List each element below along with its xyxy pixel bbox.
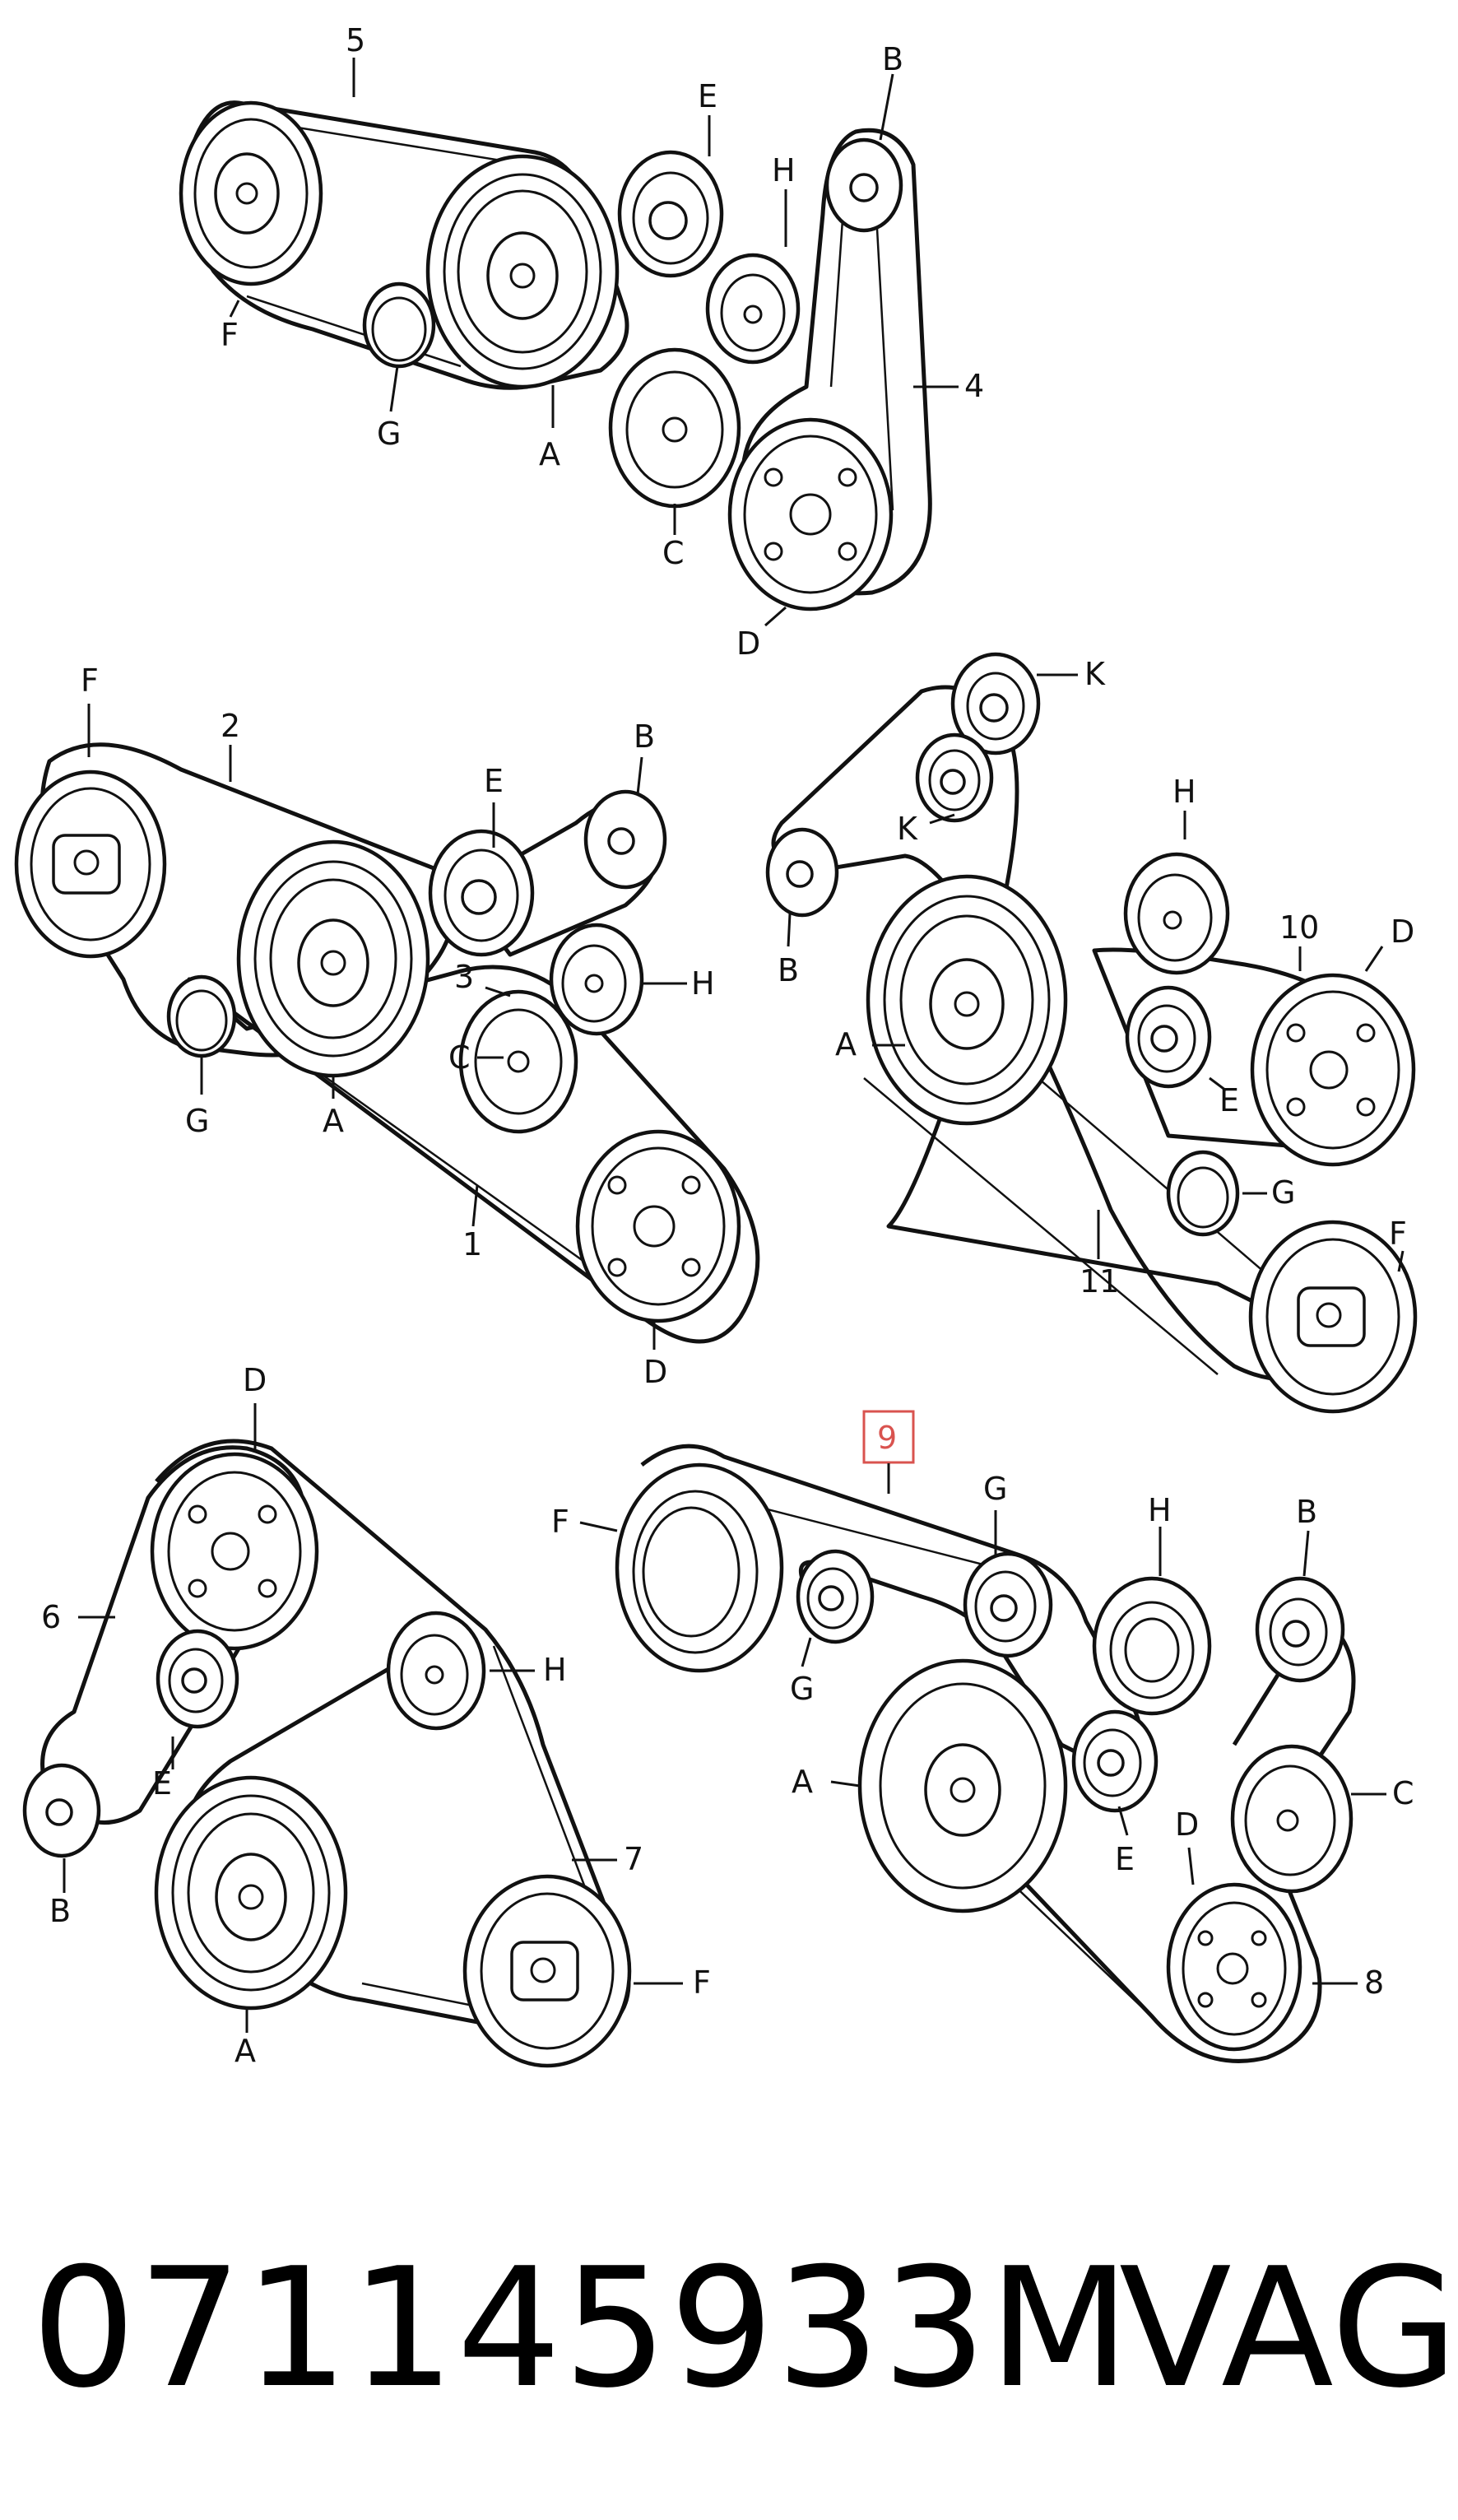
label-bl-A: A <box>234 2033 256 2069</box>
label-top-B: B <box>882 41 903 77</box>
label-top-G: G <box>377 416 401 452</box>
label-bl-H: H <box>543 1652 567 1688</box>
label-ml-C: C <box>448 1039 471 1076</box>
diagram-bottom-right: 9 F G H B G A E C D 8 <box>551 1410 1414 2063</box>
label-bl-belt-6: 6 <box>41 1599 61 1635</box>
label-ml-F: F <box>81 663 99 699</box>
belt-routing-diagram: 5 F G A E H B 4 C D <box>14 22 1418 2069</box>
label-ml-belt-3: 3 <box>454 959 474 995</box>
label-mr-K: K <box>1084 656 1106 692</box>
label-bl-B: B <box>49 1893 71 1929</box>
label-top-A: A <box>539 436 560 472</box>
label-br-G2: G <box>790 1671 814 1707</box>
label-bl-belt-7: 7 <box>624 1841 643 1877</box>
label-ml-D: D <box>643 1354 667 1390</box>
label-mr-E: E <box>1219 1082 1239 1118</box>
label-mr-A: A <box>835 1026 857 1062</box>
label-ml-belt-1: 1 <box>462 1226 482 1262</box>
label-ml-belt-2: 2 <box>221 708 240 744</box>
label-mr-K2: K <box>897 811 918 847</box>
label-mr-belt-11: 11 <box>1080 1263 1119 1300</box>
label-mr-H: H <box>1172 774 1196 810</box>
label-mr-B: B <box>778 952 799 988</box>
label-top-D: D <box>736 625 760 662</box>
diagram-middle-left: F 2 E B 3 H C G A 1 D <box>14 663 760 1390</box>
label-ml-A: A <box>323 1103 344 1139</box>
label-br-belt-8: 8 <box>1364 1964 1384 2001</box>
label-mr-G: G <box>1271 1174 1295 1211</box>
belt-6 <box>40 1445 308 1825</box>
diagram-bottom-left: D 6 H E 7 B A F <box>22 1362 711 2069</box>
label-br-D: D <box>1175 1806 1199 1843</box>
label-top-F: F <box>221 317 239 353</box>
label-top-belt-4: 4 <box>964 368 984 404</box>
label-br-A: A <box>792 1764 813 1800</box>
label-top-belt-5: 5 <box>346 22 365 58</box>
label-ml-H: H <box>691 965 715 1002</box>
diagram-top: 5 F G A E H B 4 C D <box>179 22 984 662</box>
highlight-box <box>862 1410 915 1464</box>
label-br-B: B <box>1296 1494 1317 1530</box>
label-bl-F: F <box>693 1964 711 2001</box>
belt-1 <box>187 965 760 1344</box>
label-mr-F: F <box>1389 1216 1407 1252</box>
label-bl-D: D <box>243 1362 267 1398</box>
label-top-C: C <box>662 535 685 571</box>
label-top-H: H <box>772 152 796 188</box>
label-br-F: F <box>551 1504 569 1540</box>
brand-name: VAG <box>1119 2233 1458 2425</box>
label-br-belt-9: 9 <box>877 1420 897 1456</box>
label-br-C: C <box>1392 1775 1414 1811</box>
label-ml-G: G <box>185 1103 209 1139</box>
label-ml-B: B <box>634 718 655 755</box>
part-number: 071145933M <box>31 2233 1132 2425</box>
diagram-middle-right: K K H 10 D B A E G F 11 <box>765 652 1418 1414</box>
label-br-H: H <box>1148 1492 1172 1528</box>
label-mr-D: D <box>1391 914 1414 950</box>
label-br-G: G <box>983 1471 1007 1507</box>
label-mr-belt-10: 10 <box>1279 909 1319 946</box>
label-top-E: E <box>698 78 717 114</box>
label-bl-E: E <box>152 1765 172 1802</box>
label-ml-E: E <box>484 763 504 799</box>
label-br-E: E <box>1115 1841 1135 1877</box>
